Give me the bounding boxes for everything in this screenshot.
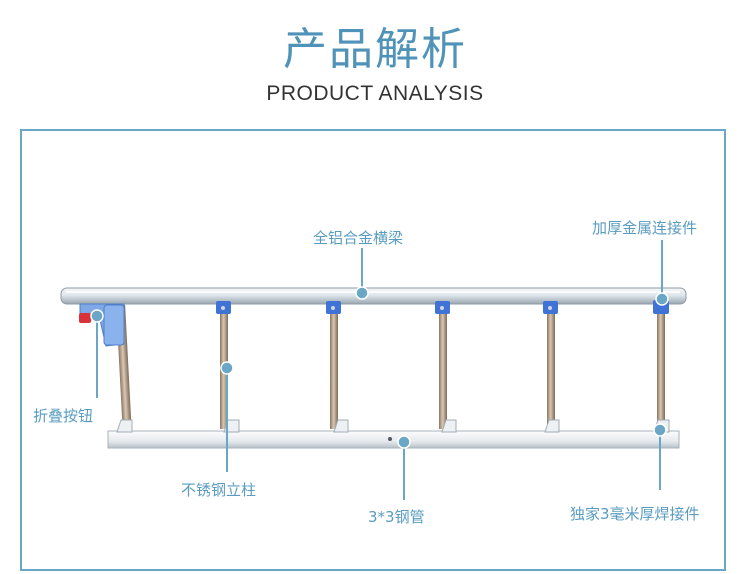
callout-beam: 全铝合金横梁 [313, 229, 404, 247]
marker-connector-icon [655, 292, 669, 306]
leader-lines [96, 240, 663, 500]
marker-fold-button-icon [90, 309, 104, 323]
callout-welded-connector: 独家3毫米厚焊接件 [570, 505, 700, 523]
bottom-bar [107, 430, 680, 449]
page-title: 产品解析 [283, 24, 467, 75]
connector-clips [216, 300, 669, 314]
page-subtitle: PRODUCT ANALYSIS [266, 82, 484, 105]
callout-steel-tube: 3*3钢管 [368, 508, 425, 526]
marker-weld-icon [653, 423, 667, 437]
marker-beam-icon [355, 286, 369, 300]
callout-stainless-post: 不锈钢立柱 [181, 481, 257, 499]
stainless-posts [116, 304, 665, 429]
post-4 [439, 312, 447, 429]
callout-fold-button: 折叠按钮 [33, 407, 94, 425]
marker-tube-icon [397, 435, 411, 449]
welded-brackets [116, 419, 670, 433]
marker-post-icon [220, 361, 234, 375]
post-5 [547, 312, 555, 429]
red-button [79, 313, 91, 323]
product-frame [20, 129, 726, 571]
callout-connector: 加厚金属连接件 [592, 219, 698, 237]
fold-button-housing [79, 303, 125, 347]
marker-dots [90, 286, 669, 449]
post-3 [330, 312, 338, 429]
post-6 [657, 312, 665, 429]
top-rail [60, 287, 687, 305]
